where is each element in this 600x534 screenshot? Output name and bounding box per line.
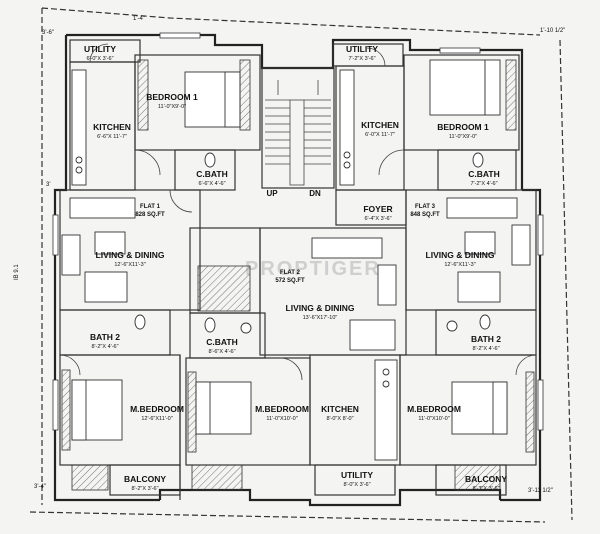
flat-3-name: FLAT 3 xyxy=(415,204,436,210)
sanitary-fixtures xyxy=(134,152,491,334)
svg-text:6'-0"X 11'-7": 6'-0"X 11'-7" xyxy=(365,132,395,138)
svg-text:7'-2"X 3'-6": 7'-2"X 3'-6" xyxy=(348,56,375,62)
room-cbath-right: C.BATH xyxy=(468,169,499,179)
room-bedroom-1-left: BEDROOM 1 xyxy=(146,92,198,102)
room-utility-3: UTILITY xyxy=(346,44,378,54)
windows xyxy=(52,32,544,431)
room-labels: UTILITY 6'-0"X 3'-6" BEDROOM 1 11'-0"X9'… xyxy=(84,44,507,492)
room-kitchen-left: KITCHEN xyxy=(93,122,131,132)
room-cbath-centre: C.BATH xyxy=(206,337,237,347)
dim-bottom-right: 3'-11 1/2" xyxy=(528,488,553,494)
flat-1-area: 828 SQ.FT xyxy=(135,212,165,218)
svg-text:6'-4"X 3'-6": 6'-4"X 3'-6" xyxy=(364,216,391,222)
svg-text:12'-6"X11'-3": 12'-6"X11'-3" xyxy=(114,262,145,268)
svg-text:11'-0"X10'-0": 11'-0"X10'-0" xyxy=(418,416,449,422)
dim-top-setback: 1'-4" xyxy=(133,16,145,22)
dim-top-right: 1'-10 1/2" xyxy=(540,28,565,34)
stair-down-label: DN xyxy=(309,189,321,198)
svg-text:8'-3"X 3'-6": 8'-3"X 3'-6" xyxy=(472,486,499,492)
room-mbedroom-centre: M.BEDROOM xyxy=(255,404,309,414)
plot-boundary xyxy=(29,7,573,523)
room-foyer: FOYER xyxy=(363,204,392,214)
room-bath-2-right: BATH 2 xyxy=(471,334,501,344)
svg-text:8'-0"X 8'-0": 8'-0"X 8'-0" xyxy=(326,416,353,422)
svg-text:11'-0"X9'-0": 11'-0"X9'-0" xyxy=(449,134,477,140)
room-living-centre: LIVING & DINING xyxy=(286,303,355,313)
beds xyxy=(71,59,508,441)
room-cbath-left: C.BATH xyxy=(196,169,227,179)
svg-text:8'-6"X 4'-6": 8'-6"X 4'-6" xyxy=(208,349,235,355)
room-utility-1: UTILITY xyxy=(84,44,116,54)
room-utility-centre: UTILITY xyxy=(341,470,373,480)
flat-1-name: FLAT 1 xyxy=(140,204,161,210)
svg-text:8'-2"X 3'-6": 8'-2"X 3'-6" xyxy=(131,486,158,492)
svg-text:6'-6"X 4'-6": 6'-6"X 4'-6" xyxy=(198,181,225,187)
stair-up-label: UP xyxy=(266,189,278,198)
room-bedroom-1-right: BEDROOM 1 xyxy=(437,122,489,132)
svg-text:8'-2"X 4'-6": 8'-2"X 4'-6" xyxy=(91,344,118,350)
svg-text:7'-2"X 4'-6": 7'-2"X 4'-6" xyxy=(470,181,497,187)
room-mbedroom-left: M.BEDROOM xyxy=(130,404,184,414)
svg-text:11'-0"X9'-0": 11'-0"X9'-0" xyxy=(158,104,186,110)
svg-text:8'-2"X 4'-6": 8'-2"X 4'-6" xyxy=(472,346,499,352)
dim-top-left: 3'-6" xyxy=(42,30,54,36)
flat-labels: FLAT 1 828 SQ.FT FLAT 2 572 SQ.FT FLAT 3… xyxy=(135,204,440,284)
flat-1-walls xyxy=(59,39,261,500)
flat-2-area: 572 SQ.FT xyxy=(275,278,305,284)
svg-text:6'-0"X 3'-6": 6'-0"X 3'-6" xyxy=(86,56,113,62)
room-living-left: LIVING & DINING xyxy=(96,250,165,260)
svg-text:13'-6"X17'-10": 13'-6"X17'-10" xyxy=(303,315,338,321)
svg-text:12'-6"X11'-3": 12'-6"X11'-3" xyxy=(444,262,475,268)
dim-left-upper: 3' xyxy=(46,182,50,188)
room-mbedroom-right: M.BEDROOM xyxy=(407,404,461,414)
flat-3-area: 848 SQ.FT xyxy=(410,212,440,218)
room-living-right: LIVING & DINING xyxy=(426,250,495,260)
room-kitchen-centre: KITCHEN xyxy=(321,404,359,414)
watermark-text: PROPTIGER xyxy=(245,258,381,280)
svg-text:6'-6"X 11'-7": 6'-6"X 11'-7" xyxy=(97,134,127,140)
room-balcony-right: BALCONY xyxy=(465,474,507,484)
dimension-annotations: 3'-6" 1'-4" 1'-10 1/2" 3' IB 9.1 3'-4" 3… xyxy=(14,16,565,494)
room-balcony-left: BALCONY xyxy=(124,474,166,484)
dim-bottom-left: 3'-4" xyxy=(34,484,46,490)
dim-left-side: IB 9.1 xyxy=(14,264,20,280)
stair-treads xyxy=(265,99,331,165)
room-kitchen-right: KITCHEN xyxy=(361,120,399,130)
living-furniture xyxy=(61,197,531,351)
room-bath-2-left: BATH 2 xyxy=(90,332,120,342)
svg-text:8'-0"X 3'-6": 8'-0"X 3'-6" xyxy=(343,482,370,488)
svg-text:11'-0"X10'-0": 11'-0"X10'-0" xyxy=(266,416,297,422)
staircase: UP DN xyxy=(261,67,335,198)
door-swings xyxy=(59,43,537,381)
svg-text:12'-6"X11'-0": 12'-6"X11'-0" xyxy=(141,416,172,422)
bed-bedroom-1-right xyxy=(429,59,486,116)
flat-2-name: FLAT 2 xyxy=(280,270,301,276)
flat-2-walls xyxy=(185,227,407,496)
kitchen-counters xyxy=(71,69,398,461)
wardrobes xyxy=(61,59,535,491)
